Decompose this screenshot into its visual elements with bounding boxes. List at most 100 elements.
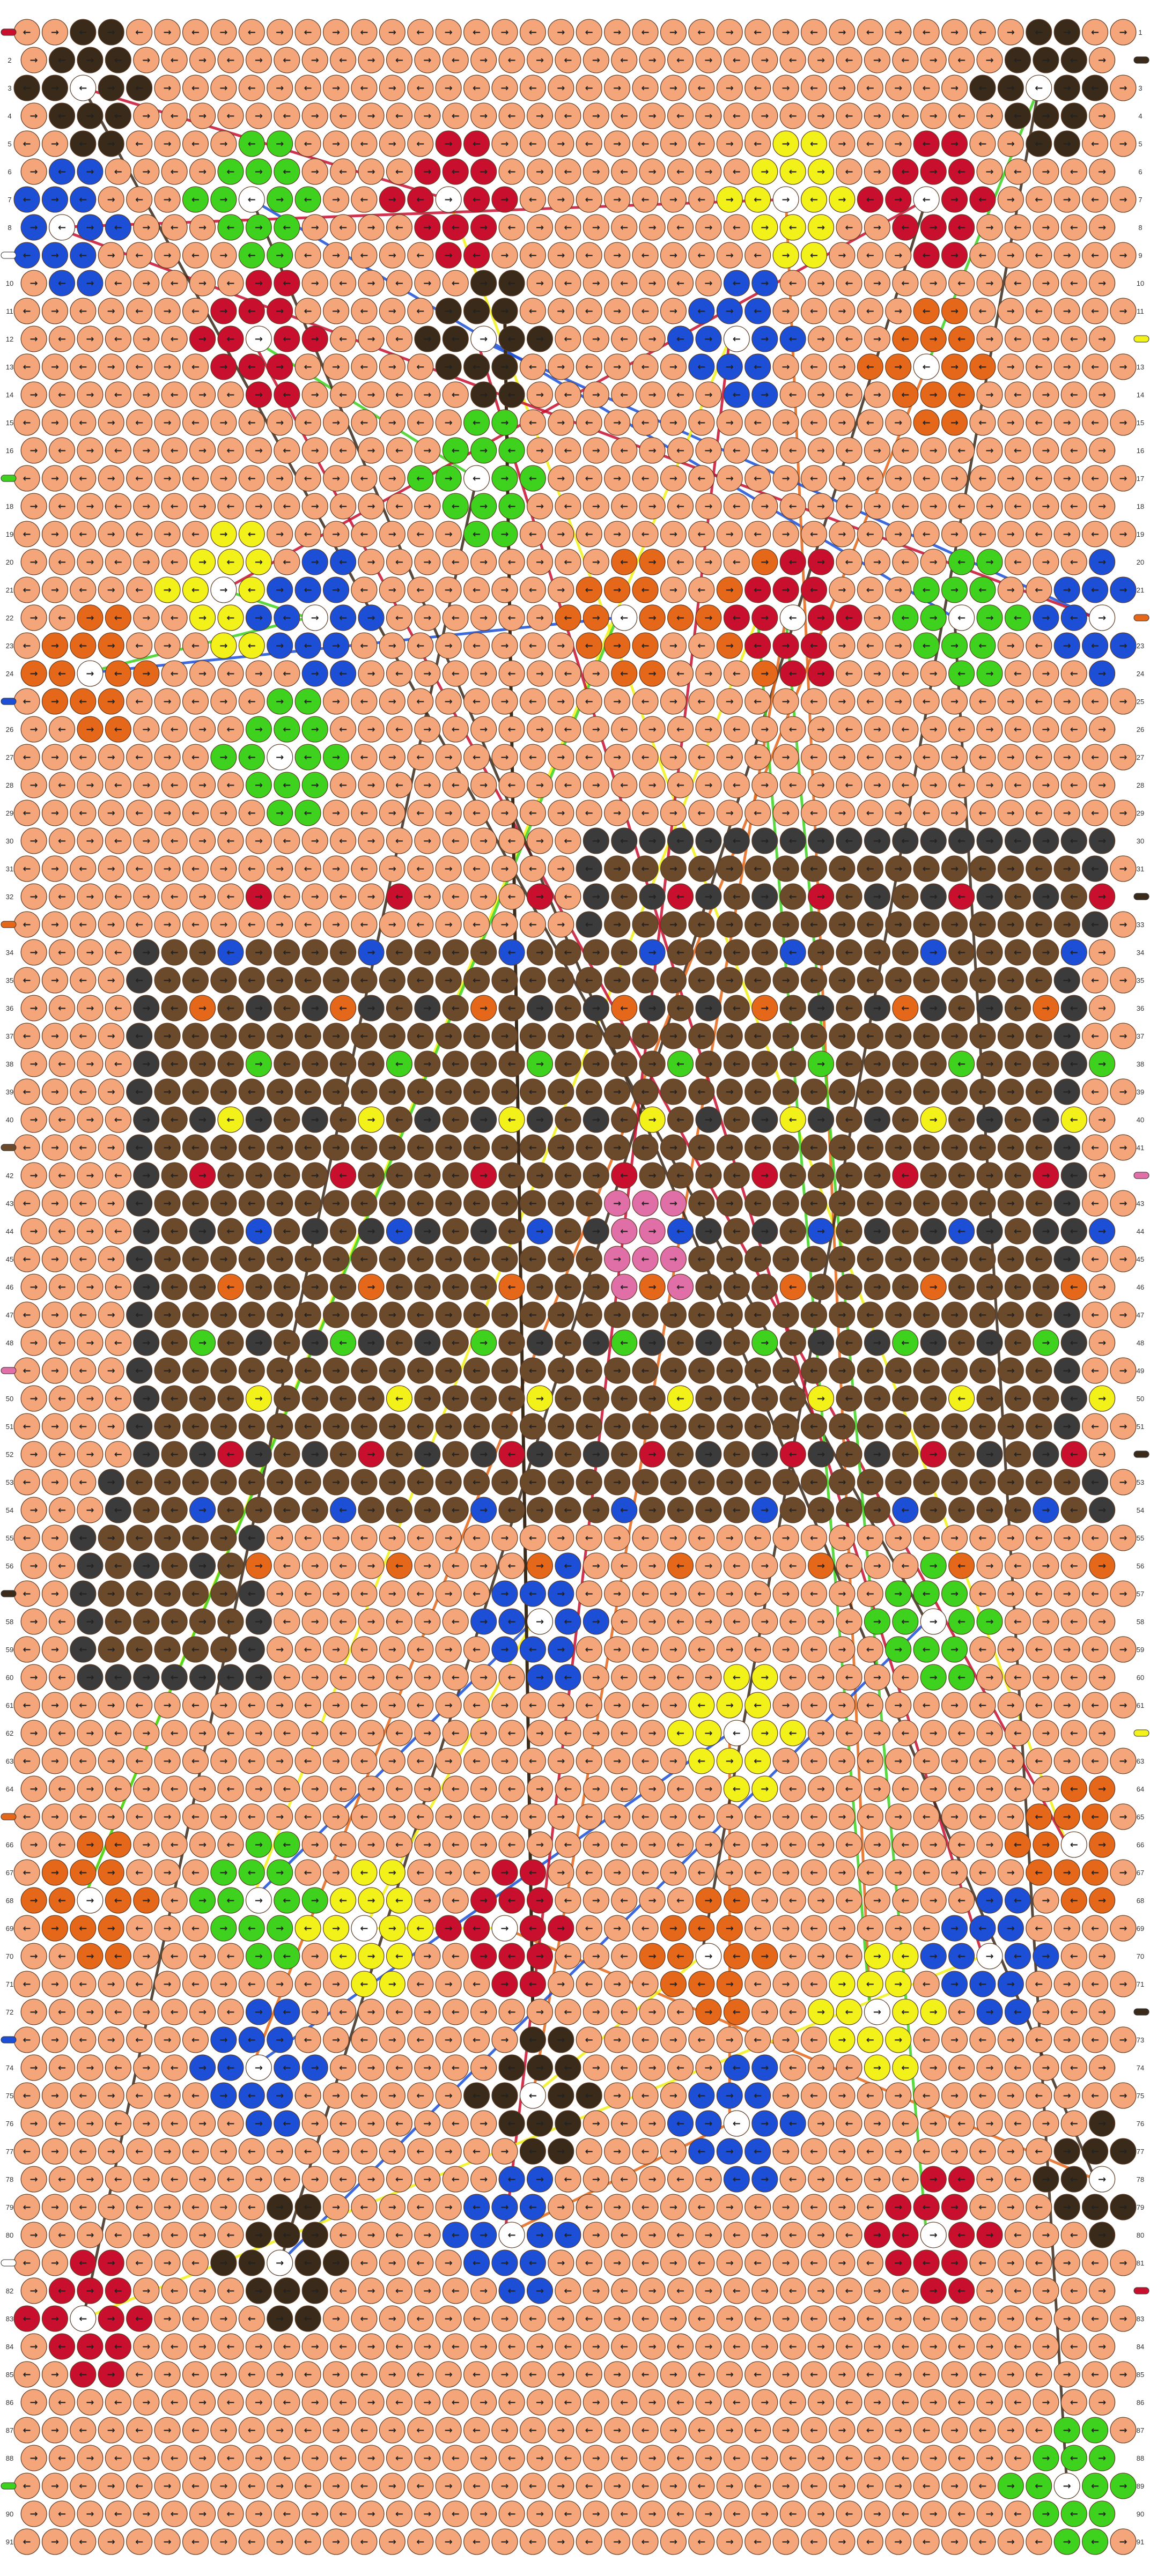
knot: →	[210, 911, 237, 938]
knot-direction-arrow-icon: ←	[810, 640, 818, 652]
knot: ←	[161, 1329, 188, 1356]
knot-direction-arrow-icon: →	[30, 166, 38, 177]
knot-direction-arrow-icon: ←	[1091, 752, 1099, 763]
knot: →	[941, 1357, 968, 1384]
knot-direction-arrow-icon: →	[782, 417, 790, 428]
knot-direction-arrow-icon: →	[445, 27, 453, 38]
knot-direction-arrow-icon: →	[592, 278, 600, 289]
knot-direction-arrow-icon: →	[388, 27, 396, 38]
knot: ←	[13, 688, 40, 715]
knot: →	[639, 102, 666, 129]
knot: ←	[330, 1608, 357, 1635]
knot: ←	[126, 298, 153, 324]
knot: ←	[892, 1664, 919, 1691]
knot: →	[414, 660, 441, 687]
knot-direction-arrow-icon: →	[164, 529, 172, 540]
knot: ←	[800, 298, 828, 324]
knot: →	[660, 19, 687, 46]
knot: →	[1033, 1329, 1059, 1356]
knot: →	[772, 576, 799, 603]
knot: →	[1033, 660, 1059, 687]
knot: ←	[969, 1023, 996, 1049]
knot-direction-arrow-icon: →	[838, 250, 846, 261]
knot: ←	[182, 242, 209, 269]
knot: ←	[611, 270, 638, 297]
knots-layer: ← → ← → ← → ← → ← → ← → ← → ← → ← → ← → ← → ← → ← → ← → ← → ← → ← → ← → ← → ← →…	[13, 19, 1137, 2555]
knot-direction-arrow-icon: ←	[416, 417, 424, 428]
knot-direction-arrow-icon: →	[445, 1421, 453, 1432]
knot: ←	[555, 604, 581, 631]
knot: ←	[498, 1552, 525, 1579]
knot-direction-arrow-icon: ←	[585, 863, 593, 875]
knot: →	[322, 800, 350, 826]
knot: ←	[1060, 47, 1087, 73]
knot: ←	[463, 298, 490, 324]
knot: →	[716, 1190, 743, 1217]
knot: →	[267, 632, 293, 659]
knot-direction-arrow-icon: ←	[957, 445, 965, 456]
knot-direction-arrow-icon: ←	[529, 1365, 537, 1376]
knot-direction-arrow-icon: ←	[845, 724, 853, 735]
knot-direction-arrow-icon: ←	[866, 1421, 874, 1432]
knot-direction-arrow-icon: →	[480, 222, 488, 233]
knot-direction-arrow-icon: →	[480, 1337, 488, 1349]
knot-direction-arrow-icon: ←	[845, 780, 853, 791]
knot: →	[1089, 1218, 1116, 1245]
knot: →	[435, 298, 462, 324]
knot: ←	[948, 158, 975, 185]
knot: ←	[576, 1134, 602, 1161]
knot: →	[154, 465, 181, 492]
knot-direction-arrow-icon: ←	[283, 110, 291, 122]
knot: ←	[1082, 1134, 1109, 1161]
knot-direction-arrow-icon: ←	[226, 724, 234, 735]
knot-direction-arrow-icon: →	[142, 1114, 150, 1126]
knot: →	[941, 1078, 968, 1105]
knot: →	[154, 409, 181, 436]
knot-direction-arrow-icon: ←	[957, 835, 965, 847]
knot-direction-arrow-icon: ←	[135, 473, 143, 484]
knot: →	[885, 911, 912, 938]
knot: →	[133, 1552, 160, 1579]
knot: ←	[611, 939, 638, 966]
knot-direction-arrow-icon: ←	[79, 1031, 87, 1042]
knot: →	[41, 1580, 68, 1607]
knot-direction-arrow-icon: →	[219, 863, 227, 875]
knot-direction-arrow-icon: ←	[676, 278, 684, 289]
knot: →	[210, 75, 237, 101]
knot-direction-arrow-icon: ←	[1070, 278, 1078, 289]
knot-direction-arrow-icon: →	[107, 1588, 115, 1600]
knot: ←	[744, 298, 771, 324]
knot-direction-arrow-icon: →	[311, 780, 319, 791]
knot-direction-arrow-icon: ←	[171, 947, 179, 958]
knot: ←	[611, 437, 638, 464]
knot: ←	[442, 270, 469, 297]
knot: ←	[744, 130, 771, 157]
knot: ←	[519, 521, 546, 547]
knot: ←	[105, 437, 131, 464]
knot: ←	[126, 800, 153, 826]
knot: →	[491, 688, 518, 715]
knot-direction-arrow-icon: →	[1007, 1031, 1015, 1042]
knot-direction-arrow-icon: ←	[978, 1421, 986, 1432]
knot-direction-arrow-icon: ←	[135, 1533, 143, 1544]
knot-direction-arrow-icon: ←	[58, 1003, 66, 1014]
knot: ←	[519, 855, 546, 882]
knot: →	[772, 465, 799, 492]
knot-direction-arrow-icon: ←	[733, 1505, 741, 1516]
knot-direction-arrow-icon: ←	[866, 1588, 874, 1600]
knot: →	[976, 772, 1003, 798]
knot: ←	[576, 744, 602, 771]
knot: ←	[723, 493, 750, 520]
knot-direction-arrow-icon: →	[894, 1086, 902, 1098]
knot: →	[154, 855, 181, 882]
knot: ←	[330, 214, 357, 241]
knot-direction-arrow-icon: →	[198, 1672, 207, 1683]
knot: →	[920, 1720, 947, 1746]
knot-direction-arrow-icon: ←	[248, 1086, 256, 1098]
knot-direction-arrow-icon: →	[1119, 1365, 1127, 1376]
knot: →	[751, 1720, 778, 1746]
knot-direction-arrow-icon: ←	[866, 83, 874, 94]
knot: ←	[13, 576, 40, 603]
knot-direction-arrow-icon: ←	[866, 1254, 874, 1265]
knot: ←	[274, 102, 300, 129]
